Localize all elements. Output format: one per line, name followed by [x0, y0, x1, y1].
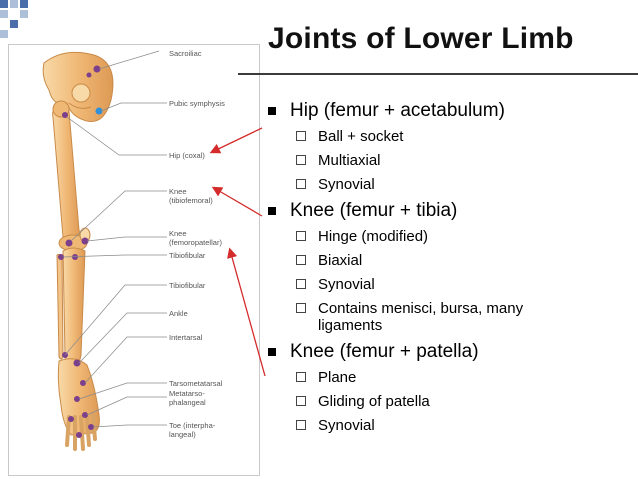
sub-bullet: Multiaxial	[292, 152, 634, 169]
lower-limb-skeleton-figure: Sacroiliac Pubic symphysis Hip (coxal) K…	[8, 44, 260, 476]
hollow-square-bullet-icon	[296, 179, 306, 189]
label-knee-femoropatellar-line2: (femoropatellar)	[169, 238, 222, 247]
hollow-square-bullet-icon	[296, 131, 306, 141]
label-tibiofibular-lower: Tibiofibular	[169, 281, 206, 290]
sub-bullet: Synovial	[292, 276, 634, 293]
label-leader-lines	[62, 50, 167, 428]
label-knee-tibiofemoral-line1: Knee	[169, 187, 187, 196]
sub-bullet-text: Gliding of patella	[318, 393, 430, 410]
label-tarsometatarsal: Tarsometatarsal	[169, 379, 223, 388]
arrow-hip	[209, 127, 263, 154]
sub-bullet-text: Ball + socket	[318, 128, 404, 145]
sub-bullet-text: Multiaxial	[318, 152, 381, 169]
slide-title: Joints of Lower Limb	[268, 22, 574, 55]
label-metatarsophalangeal: Metatarso- phalangeal	[169, 389, 206, 407]
sub-bullet-text: Biaxial	[318, 252, 363, 269]
label-knee-femoropatellar-line1: Knee	[169, 229, 187, 238]
sub-bullet: Synovial	[292, 417, 634, 434]
sub-bullet: Gliding of patella	[292, 393, 634, 410]
sub-bullet: Ball + socket	[292, 128, 634, 145]
bullet-knee-tibia: Knee (femur + tibia)	[266, 200, 634, 222]
label-tibiofibular-upper: Tibiofibular	[169, 251, 206, 260]
sub-bullet-text: Synovial	[318, 176, 375, 193]
hollow-square-bullet-icon	[296, 279, 306, 289]
bullet-hip-text: Hip (femur + acetabulum)	[290, 100, 505, 121]
sub-bullet: Synovial	[292, 176, 634, 193]
label-metatarsophalangeal-line2: phalangeal	[169, 398, 206, 407]
sub-bullet: Contains menisci, bursa, many ligaments	[292, 300, 542, 334]
hollow-square-bullet-icon	[296, 303, 306, 313]
hollow-square-bullet-icon	[296, 396, 306, 406]
square-bullet-icon	[268, 348, 276, 356]
sub-bullet: Hinge (modified)	[292, 228, 634, 245]
bullet-knee-patella-text: Knee (femur + patella)	[290, 341, 479, 362]
slide-bullets: Hip (femur + acetabulum) Ball + socket M…	[266, 100, 634, 441]
label-toe-interphalangeal: Toe (interpha- langeal)	[169, 421, 215, 439]
hollow-square-bullet-icon	[296, 231, 306, 241]
bullet-knee-tibia-text: Knee (femur + tibia)	[290, 200, 458, 221]
label-sacroiliac: Sacroiliac	[169, 49, 202, 58]
hollow-square-bullet-icon	[296, 372, 306, 382]
bullet-hip: Hip (femur + acetabulum)	[266, 100, 634, 122]
label-metatarsophalangeal-line1: Metatarso-	[169, 389, 205, 398]
label-knee-femoropatellar: Knee (femoropatellar)	[169, 229, 222, 247]
bullet-knee-patella-subs: Plane Gliding of patella Synovial	[266, 369, 634, 434]
label-toe-line2: langeal)	[169, 430, 196, 439]
square-bullet-icon	[268, 207, 276, 215]
bullet-knee-tibia-subs: Hinge (modified) Biaxial Synovial Contai…	[266, 228, 634, 334]
sub-bullet-text: Hinge (modified)	[318, 228, 429, 245]
square-bullet-icon	[268, 107, 276, 115]
hollow-square-bullet-icon	[296, 255, 306, 265]
sub-bullet-text: Synovial	[318, 417, 375, 434]
label-intertarsal: Intertarsal	[169, 333, 203, 342]
hollow-square-bullet-icon	[296, 155, 306, 165]
sub-bullet: Plane	[292, 369, 634, 386]
sub-bullet-text: Plane	[318, 369, 357, 386]
label-knee-tibiofemoral: Knee (tibiofemoral)	[169, 187, 213, 205]
label-pubic-symphysis: Pubic symphysis	[169, 99, 225, 108]
bullet-hip-subs: Ball + socket Multiaxial Synovial	[266, 128, 634, 193]
arrow-knee-femoropatellar	[227, 247, 266, 377]
bullet-knee-patella: Knee (femur + patella)	[266, 341, 634, 363]
arrow-knee-tibiofemoral	[211, 186, 263, 217]
hollow-square-bullet-icon	[296, 420, 306, 430]
sub-bullet-text: Contains menisci, bursa, many ligaments	[318, 300, 524, 334]
sub-bullet-text: Synovial	[318, 276, 375, 293]
label-knee-tibiofemoral-line2: (tibiofemoral)	[169, 196, 213, 205]
sub-bullet: Biaxial	[292, 252, 634, 269]
label-hip: Hip (coxal)	[169, 151, 205, 160]
label-ankle: Ankle	[169, 309, 188, 318]
title-underline	[238, 73, 638, 75]
label-toe-line1: Toe (interpha-	[169, 421, 216, 430]
skeleton-illustration	[42, 50, 167, 451]
